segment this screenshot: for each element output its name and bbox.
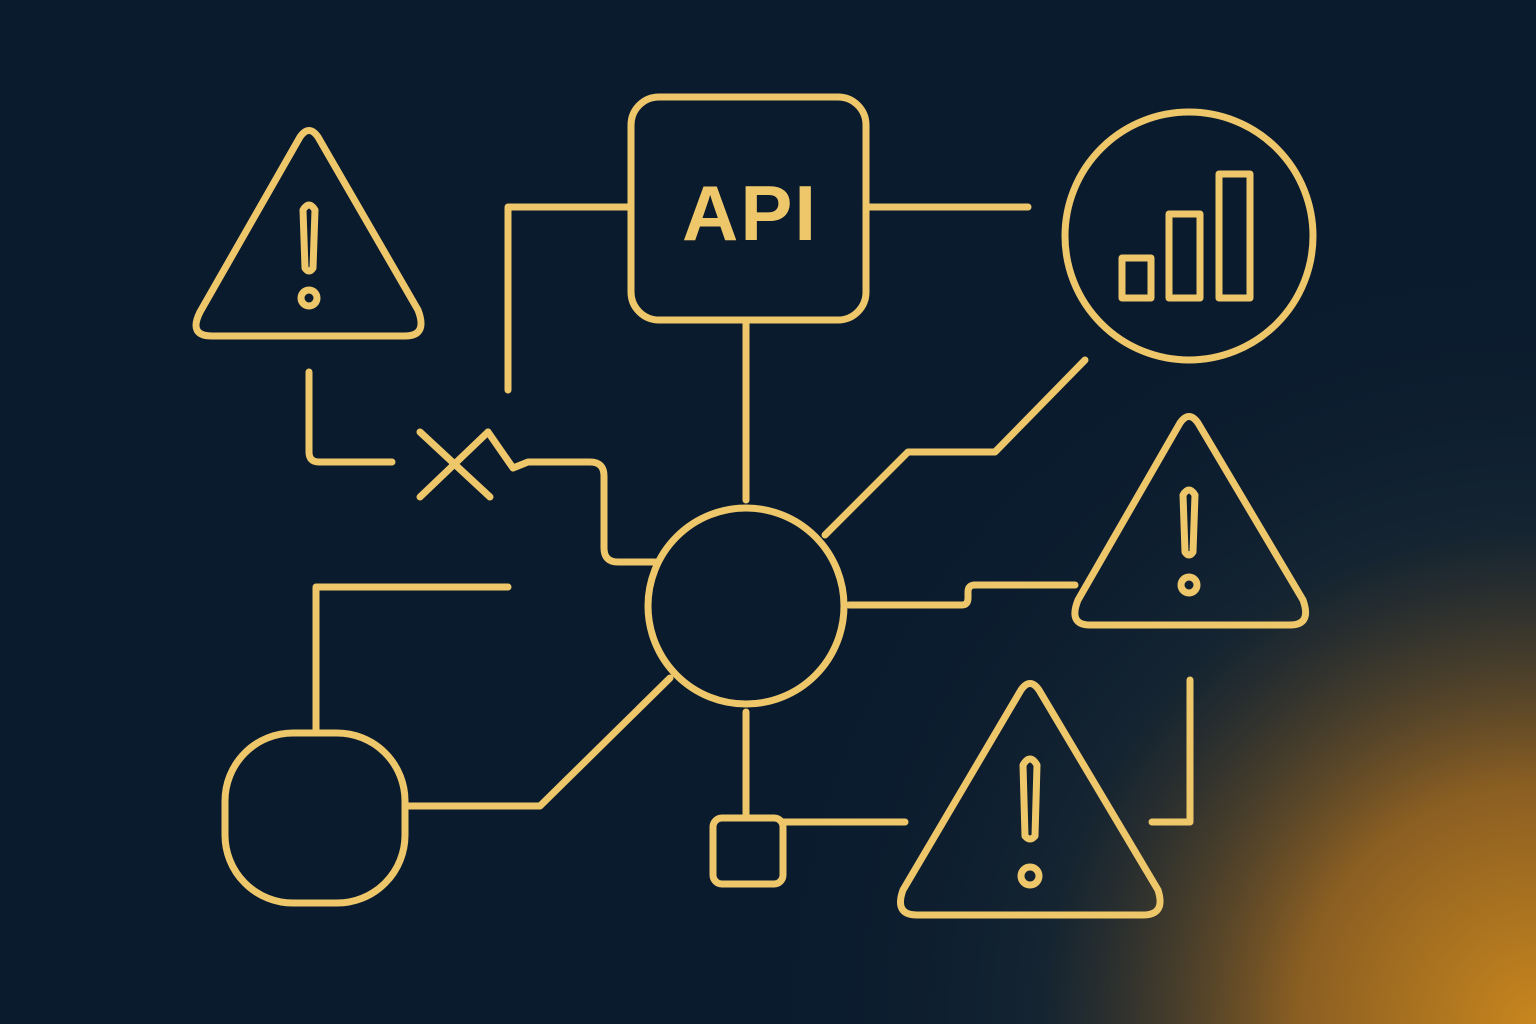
warning-icon	[192, 127, 425, 340]
connector-warning-left	[305, 368, 396, 466]
connector-api-left	[504, 203, 635, 394]
connector-warning-right	[845, 581, 1079, 609]
bar-chart-icon	[1061, 108, 1317, 364]
warning-icon	[1071, 413, 1310, 629]
rounded-node	[221, 729, 409, 907]
connector-warning-bottom	[1148, 676, 1194, 826]
connector-broken	[484, 428, 659, 566]
broken-link-icon	[416, 428, 494, 501]
square-node	[709, 814, 787, 888]
warning-icon	[897, 680, 1164, 919]
api-label: API	[682, 169, 818, 257]
connector-hub-rounded	[401, 674, 674, 810]
hub-node	[644, 504, 848, 708]
connector-chart	[821, 356, 1089, 539]
connector-rounded-top	[312, 583, 512, 737]
connectors	[305, 203, 1194, 826]
